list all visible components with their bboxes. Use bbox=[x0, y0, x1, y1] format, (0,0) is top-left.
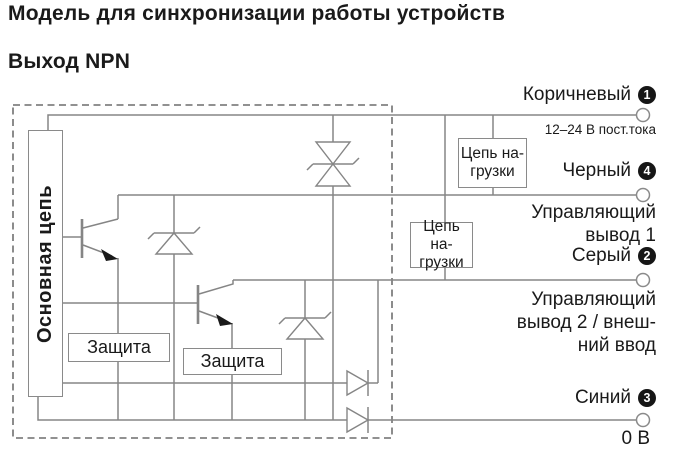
load-2-label-line2: грузки bbox=[419, 254, 464, 272]
output-type-heading: Выход NPN bbox=[8, 50, 131, 73]
terminal-blue-label: Синий bbox=[574, 387, 631, 408]
gray-note-line1: Управляющий bbox=[531, 289, 656, 310]
load-circuit-block-1: Цепь на- грузки bbox=[458, 138, 527, 188]
wire-blue bbox=[37, 397, 637, 421]
main-circuit-label: Основная цепь bbox=[34, 184, 56, 343]
terminal-black-number-badge: 4 bbox=[638, 162, 656, 180]
diode-1-icon bbox=[346, 369, 370, 397]
load-1-label-line1: Цепь на- bbox=[460, 144, 525, 162]
protection-block-2: Защита bbox=[183, 348, 282, 375]
diode-2-icon bbox=[346, 406, 370, 434]
terminal-brown-label: Коричневый bbox=[522, 84, 631, 105]
page-title: Модель для синхронизации работы устройст… bbox=[8, 2, 506, 25]
terminal-brown-circle bbox=[635, 107, 651, 123]
protection-block-1: Защита bbox=[68, 333, 170, 362]
terminal-blue-number-badge: 3 bbox=[638, 389, 656, 407]
zero-volt-note: 0 В bbox=[621, 428, 650, 449]
terminal-blue-label-row: Синий 3 bbox=[575, 387, 656, 409]
terminal-gray-label: Серый bbox=[571, 245, 631, 266]
zener-diode-1-icon bbox=[147, 195, 201, 420]
main-circuit-block: Основная цепь bbox=[28, 130, 63, 397]
gray-note-line2: вывод 2 / внеш- bbox=[516, 312, 656, 333]
transistor-1-icon bbox=[63, 195, 119, 420]
supply-voltage-note: 12–24 В пост.тока bbox=[544, 122, 656, 137]
protection-1-label: Защита bbox=[87, 337, 151, 357]
load-1-label-line2: грузки bbox=[470, 163, 515, 180]
terminal-black-label-row: Черный 4 bbox=[562, 160, 656, 182]
black-note-line1: Управляющий bbox=[531, 202, 656, 223]
terminal-brown-label-row: Коричневый 1 bbox=[523, 84, 656, 106]
protection-2-label: Защита bbox=[200, 351, 265, 371]
tvs-diode-icon bbox=[306, 115, 360, 420]
terminal-black-label: Черный bbox=[562, 160, 631, 181]
load-2-label-line1: Цепь на- bbox=[423, 217, 460, 253]
load-circuit-block-2: Цепь на- грузки bbox=[410, 218, 473, 272]
terminal-gray-circle bbox=[635, 272, 651, 288]
wire-internal-output bbox=[63, 280, 379, 384]
wire-brown bbox=[47, 114, 637, 130]
enclosure-dashed-border bbox=[12, 104, 393, 439]
terminal-gray-label-row: Серый 2 bbox=[572, 245, 656, 267]
terminal-gray-number-badge: 2 bbox=[638, 247, 656, 265]
terminal-brown-number-badge: 1 bbox=[638, 86, 656, 104]
zener-diode-2-icon bbox=[278, 280, 332, 420]
terminal-black-circle bbox=[635, 187, 651, 203]
black-note-line2: вывод 1 bbox=[585, 225, 656, 246]
gray-note-line3: ний ввод bbox=[577, 335, 656, 356]
terminal-blue-circle bbox=[635, 412, 651, 428]
